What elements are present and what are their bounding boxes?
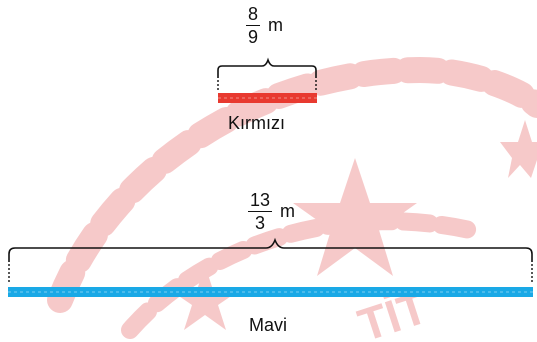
red-unit: m	[268, 15, 284, 35]
blue-length-fraction: 13 3 m	[248, 190, 295, 233]
red-length-brace	[217, 57, 317, 78]
red-numerator: 8	[246, 4, 261, 26]
watermark-star-small	[170, 265, 240, 330]
blue-fraction-stack: 13 3	[248, 190, 273, 233]
red-rope-label: Kırmızı	[228, 113, 285, 133]
blue-rope	[8, 287, 533, 297]
blue-unit: m	[280, 201, 296, 221]
watermark-crescent	[47, 56, 537, 313]
blue-denominator: 3	[255, 213, 266, 233]
red-rope	[218, 93, 317, 103]
watermark-star-right	[500, 120, 537, 178]
star-and-crescent-watermark: TİT	[47, 56, 537, 342]
blue-length-brace	[8, 237, 533, 262]
blue-rope-label: Mavi	[249, 315, 288, 335]
blue-numerator: 13	[248, 190, 273, 212]
red-length-fraction: 8 9 m	[246, 4, 283, 47]
red-denominator: 9	[248, 27, 259, 47]
watermark-star-large	[293, 158, 417, 276]
watermark-crescent-lower	[121, 212, 479, 339]
red-fraction-stack: 8 9	[246, 4, 261, 47]
